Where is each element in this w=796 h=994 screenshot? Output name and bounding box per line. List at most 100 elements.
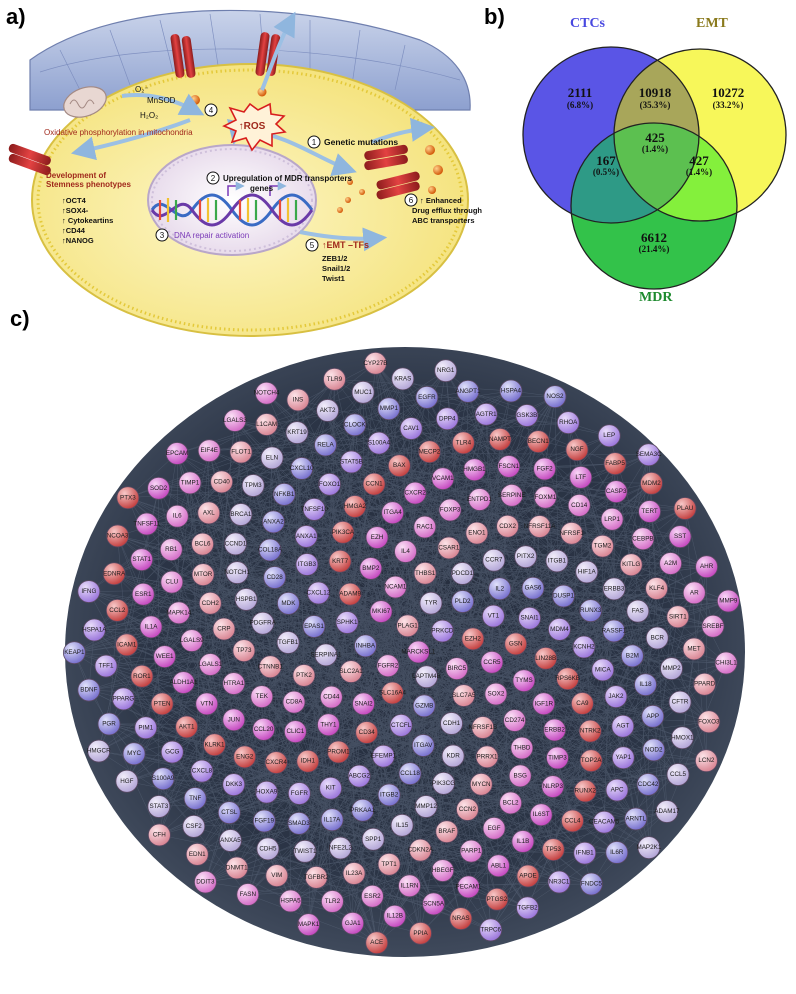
- venn-count-ctc-only: 2111: [568, 85, 593, 100]
- network-node: CFH: [147, 823, 171, 847]
- network-node: CD8A: [282, 690, 306, 714]
- network-node-circle: [233, 745, 257, 769]
- network-edge: [496, 814, 542, 900]
- network-node: DKK3: [222, 773, 246, 797]
- network-node-circle: [637, 836, 661, 860]
- network-edge: [177, 515, 591, 611]
- network-edge: [301, 468, 372, 569]
- network-node: CASP3: [604, 480, 628, 504]
- network-node-circle: [518, 606, 541, 630]
- network-node: ITGB1: [545, 549, 569, 573]
- network-node: MET: [682, 637, 706, 661]
- network-edge: [394, 678, 568, 917]
- network-edge: [370, 559, 494, 569]
- network-edge: [229, 729, 555, 813]
- network-node: KLF4: [645, 577, 669, 600]
- network-node: CCN1: [362, 472, 386, 496]
- network-node: PLAU: [673, 497, 697, 520]
- network-node-circle: [668, 690, 692, 714]
- network-node-circle: [260, 446, 284, 470]
- network-node: HTRA1: [222, 672, 246, 695]
- network-node: DDIT3: [194, 870, 217, 894]
- network-node: BRAF: [435, 820, 459, 844]
- network-node: IL23A: [342, 862, 366, 885]
- network-node: TGFB2: [516, 896, 539, 920]
- panel-a-cell-diagram: a): [6, 4, 482, 337]
- network-node: CCL4: [561, 809, 584, 833]
- network-node-circle: [331, 520, 355, 544]
- network-node-circle: [482, 548, 506, 572]
- network-edge: [449, 509, 523, 749]
- network-node-circle: [292, 664, 316, 687]
- network-node-circle: [195, 692, 219, 716]
- network-node-circle: [279, 889, 302, 913]
- network-edge: [331, 696, 424, 746]
- network-node: CLOCK: [343, 413, 366, 437]
- network-node: MDM4: [548, 617, 571, 641]
- network-node: PTK2: [292, 664, 316, 687]
- network-node: IL1B: [511, 830, 535, 853]
- network-node-circle: [641, 704, 665, 728]
- network-node-circle: [347, 764, 371, 788]
- network-node-circle: [377, 397, 401, 421]
- network-node-circle: [369, 600, 393, 623]
- network-node-circle: [198, 653, 222, 676]
- network-node: NCAM1: [384, 575, 407, 599]
- network-node: CHI3L1: [714, 651, 738, 675]
- network-node-circle: [521, 576, 545, 600]
- network-node-circle: [180, 629, 204, 652]
- network-node: MMP2: [660, 657, 683, 680]
- network-node-circle: [567, 493, 591, 517]
- network-node-circle: [321, 890, 344, 913]
- network-node: ITGA4: [381, 501, 405, 525]
- network-node: GJA1: [341, 911, 365, 935]
- network-edge: [657, 637, 710, 722]
- network-node: SCN5A: [422, 892, 446, 916]
- network-node: GSN: [504, 632, 528, 656]
- network-node-circle: [432, 771, 455, 795]
- network-node-circle: [624, 807, 648, 831]
- network-node-circle: [592, 810, 616, 834]
- network-node: SPHK1: [335, 611, 359, 634]
- network-node: TNF: [183, 787, 207, 810]
- network-node-circle: [605, 841, 629, 864]
- network-node-circle: [435, 820, 459, 844]
- network-node-circle: [258, 538, 282, 562]
- network-edge: [334, 379, 412, 429]
- network-node-circle: [716, 589, 740, 613]
- network-node: NFKB1: [272, 483, 296, 506]
- network-node-circle: [319, 685, 343, 709]
- network-node: ENG2: [233, 745, 257, 769]
- network-node: CCR7: [482, 548, 506, 572]
- network-node: JUN: [222, 708, 246, 732]
- network-node-circle: [600, 507, 624, 531]
- network-edge: [183, 682, 390, 865]
- network-node-circle: [591, 534, 614, 558]
- network-node-circle: [451, 562, 474, 585]
- network-node-circle: [383, 904, 407, 928]
- network-edge: [515, 616, 678, 645]
- network-node: KRAS: [391, 367, 415, 391]
- network-node-circle: [160, 740, 184, 764]
- network-node-circle: [471, 716, 495, 739]
- network-node-circle: [437, 536, 461, 560]
- network-edge: [108, 428, 412, 725]
- network-node: KRT7: [328, 549, 352, 573]
- network-node-circle: [408, 838, 432, 862]
- network-node: KLRK1: [203, 733, 226, 757]
- network-node-circle: [619, 553, 643, 577]
- network-node-circle: [499, 379, 523, 403]
- network-node: BCL6: [191, 532, 214, 556]
- network-node: SIRT1: [666, 605, 690, 629]
- network-node: CXCL8: [190, 759, 214, 783]
- network-node-circle: [463, 458, 486, 482]
- network-node-circle: [682, 581, 706, 605]
- step-3: 3: [160, 231, 165, 240]
- network-node-circle: [532, 692, 556, 716]
- network-edge: [177, 432, 298, 517]
- network-edge: [363, 703, 649, 785]
- network-node-circle: [343, 495, 367, 518]
- network-node: STAT3: [147, 795, 171, 818]
- network-node: HBEGF: [431, 859, 455, 882]
- network-node: TP73: [232, 639, 256, 663]
